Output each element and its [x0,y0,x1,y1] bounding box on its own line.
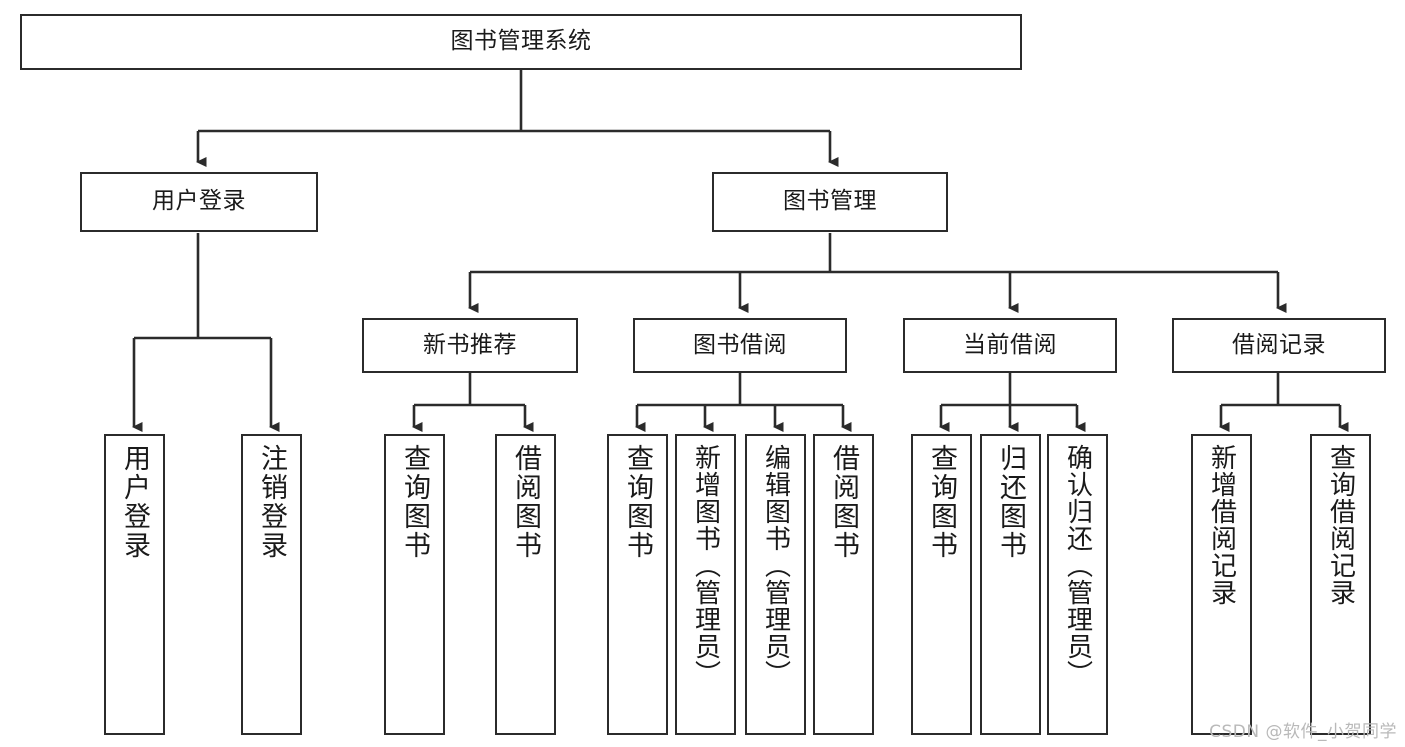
leaf-current-borrow-return[interactable]: 归还图书 [980,434,1041,735]
leaf-borrow-record-add[interactable]: 新增借阅记录 [1191,434,1252,735]
leaf-new-book-borrow[interactable]: 借阅图书 [495,434,556,735]
node-book-management[interactable]: 图书管理 [712,172,948,232]
node-label: 查询借阅记录 [1325,444,1356,606]
node-label: 图书管理 [783,188,877,215]
leaf-book-borrow-query[interactable]: 查询图书 [607,434,668,735]
leaf-book-borrow-add-admin[interactable]: 新增图书（管理员） [675,434,736,735]
node-label: 确认归还（管理员） [1062,444,1093,687]
leaf-user-login-login[interactable]: 用户登录 [104,434,165,735]
watermark: CSDN @软件_小贺同学 [1209,722,1397,742]
node-label: 借阅图书 [828,444,859,560]
node-current-borrow[interactable]: 当前借阅 [903,318,1117,373]
node-label: 新增借阅记录 [1206,444,1237,606]
leaf-current-borrow-confirm-return-admin[interactable]: 确认归还（管理员） [1047,434,1108,735]
leaf-borrow-record-query[interactable]: 查询借阅记录 [1310,434,1371,735]
node-root-book-management-system[interactable]: 图书管理系统 [20,14,1022,70]
node-label: 查询图书 [926,444,957,560]
node-label: 新增图书（管理员） [690,444,721,687]
node-label: 图书管理系统 [450,28,592,55]
node-label: 归还图书 [995,444,1026,560]
node-label: 查询图书 [622,444,653,560]
node-label: 借阅记录 [1232,331,1326,358]
node-user-login[interactable]: 用户登录 [80,172,318,232]
leaf-user-login-logout[interactable]: 注销登录 [241,434,302,735]
node-label: 当前借阅 [963,331,1057,358]
leaf-book-borrow-edit-admin[interactable]: 编辑图书（管理员） [745,434,806,735]
node-label: 图书借阅 [693,331,787,358]
node-label: 用户登录 [152,188,246,215]
node-label: 用户登录 [119,444,150,560]
node-label: 查询图书 [399,444,430,560]
node-book-borrow[interactable]: 图书借阅 [633,318,847,373]
node-new-book-recommend[interactable]: 新书推荐 [362,318,578,373]
leaf-current-borrow-query[interactable]: 查询图书 [911,434,972,735]
node-label: 借阅图书 [510,444,541,560]
node-borrow-record[interactable]: 借阅记录 [1172,318,1386,373]
leaf-new-book-query[interactable]: 查询图书 [384,434,445,735]
leaf-book-borrow-borrow[interactable]: 借阅图书 [813,434,874,735]
node-label: 注销登录 [256,444,287,560]
node-label: 编辑图书（管理员） [760,444,791,687]
node-label: 新书推荐 [423,331,517,358]
